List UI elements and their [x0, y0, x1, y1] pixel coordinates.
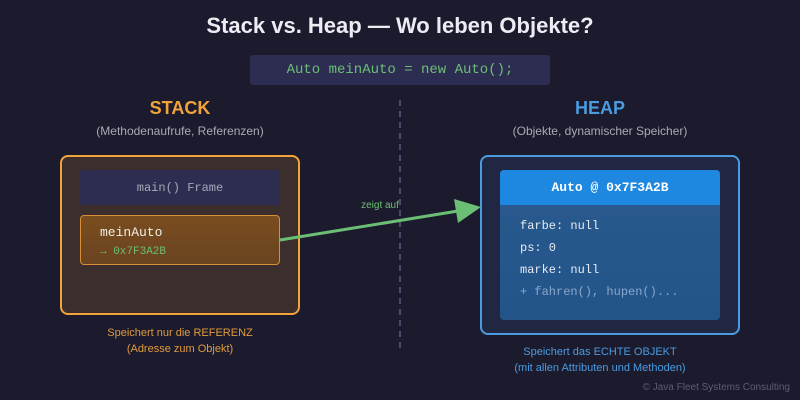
heap-object-header: Auto @ 0x7F3A2B: [500, 170, 720, 205]
heap-note-line2: (mit allen Attributen und Methoden): [514, 362, 686, 374]
heap-note-line1: Speichert das ECHTE OBJEKT: [523, 346, 677, 358]
arrow-label: zeigt auf: [361, 200, 399, 211]
stack-note: Speichert nur die REFERENZ (Adresse zum …: [30, 325, 330, 357]
code-snippet: Auto meinAuto = new Auto();: [250, 55, 550, 85]
diagram-title: Stack vs. Heap — Wo leben Objekte?: [206, 13, 594, 38]
object-field-farbe: farbe: null: [520, 219, 600, 233]
reference-variable-box: [80, 215, 280, 265]
stack-note-line1: Speichert nur die REFERENZ: [107, 327, 253, 339]
heap-heading: HEAP: [574, 98, 625, 118]
stack-heading: STACK: [149, 98, 211, 118]
section-divider: [399, 100, 401, 350]
arrow-line: [279, 209, 459, 242]
copyright-notice: © Java Fleet Systems Consulting: [642, 382, 790, 393]
reference-address: → 0x7F3A2B: [100, 246, 167, 258]
stack-subheading: (Methodenaufrufe, Referenzen): [96, 124, 264, 138]
object-field-marke: marke: null: [520, 263, 600, 277]
main-frame: main() Frame: [80, 170, 280, 205]
heap-subheading: (Objekte, dynamischer Speicher): [512, 124, 688, 138]
heap-note: Speichert das ECHTE OBJEKT (mit allen At…: [450, 344, 750, 376]
stack-note-line2: (Adresse zum Objekt): [126, 343, 234, 355]
object-methods: + fahren(), hupen()...: [520, 285, 679, 299]
reference-variable-name: meinAuto: [100, 225, 163, 240]
arrowhead-icon: [454, 199, 481, 223]
object-field-ps: ps: 0: [520, 241, 557, 255]
